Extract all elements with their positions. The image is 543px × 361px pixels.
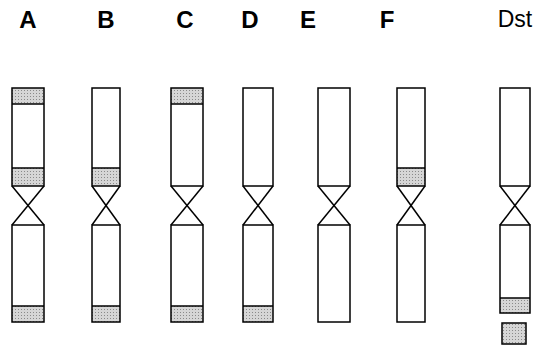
chromosome <box>12 88 44 322</box>
chromosome-label: F <box>380 8 395 32</box>
chromosome <box>318 88 350 322</box>
chromosome-label: C <box>176 8 193 32</box>
chromosome-label: D <box>241 8 258 32</box>
chromosome <box>243 88 273 322</box>
chromosome <box>397 88 425 322</box>
chromosome <box>92 88 120 322</box>
chromosome-label: A <box>19 8 36 32</box>
chromosome <box>171 88 203 322</box>
chromosome <box>500 88 530 344</box>
chromosome-label: E <box>300 8 316 32</box>
translocated-fragment <box>502 323 526 344</box>
chromosome-label: Dst <box>498 8 533 31</box>
chromosome-label: B <box>97 8 114 32</box>
